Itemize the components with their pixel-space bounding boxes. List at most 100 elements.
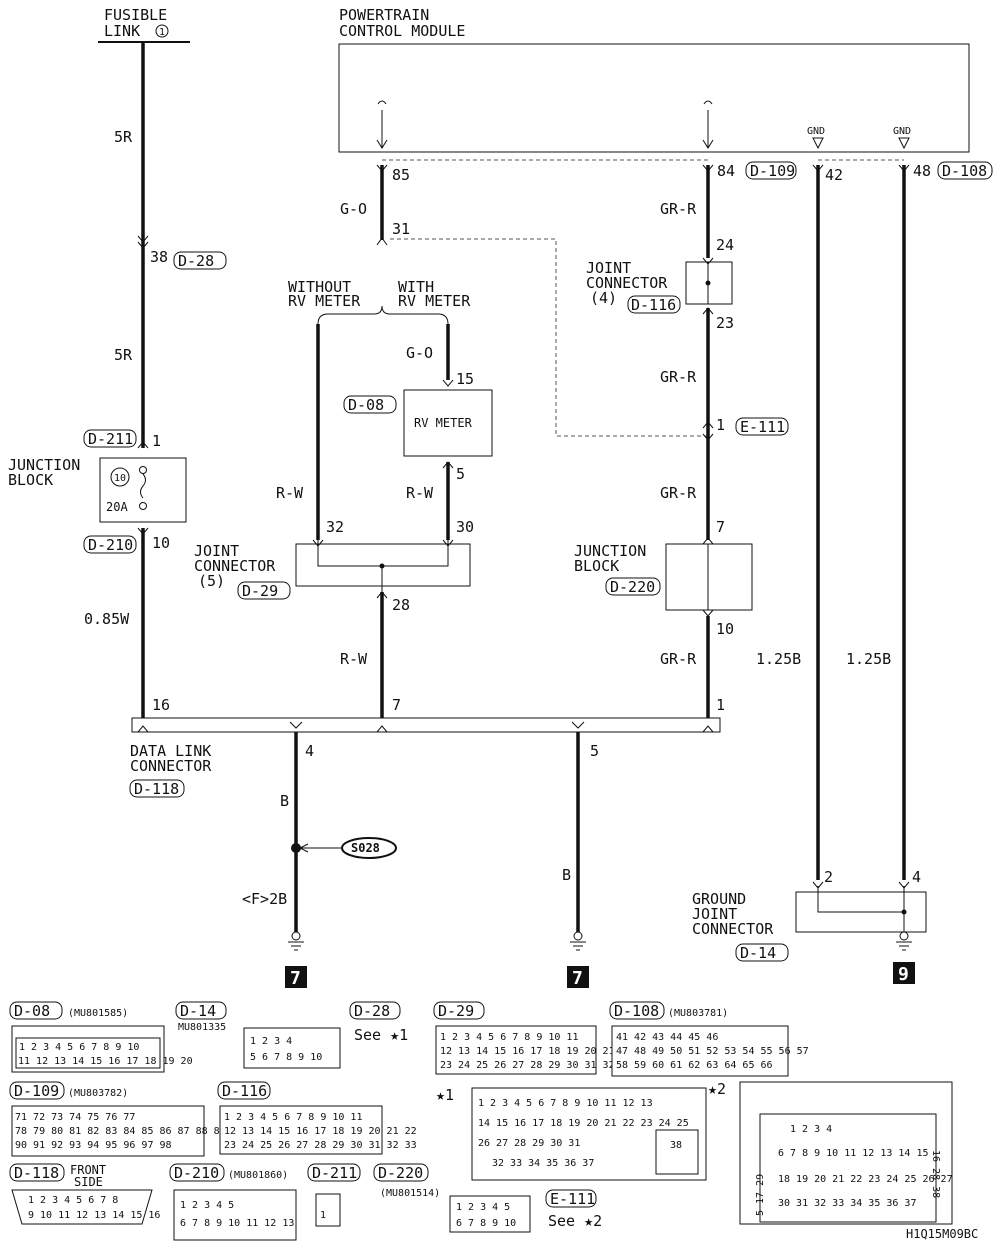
pin-7-jb: 7 — [716, 518, 725, 536]
legend-d211-row1: 1 — [320, 1210, 326, 1221]
wire-label-gr-r-b: GR-R — [660, 368, 697, 386]
wire-label-125b-b: 1.25B — [846, 650, 891, 668]
pin-10-jb2: 10 — [716, 620, 734, 638]
wire-label-085w: 0.85W — [84, 610, 130, 628]
label-jc4-1: JOINT — [586, 259, 631, 277]
legend-e111: E-111 — [550, 1190, 595, 1208]
ground-ref-9: 9 — [898, 964, 909, 985]
pin-1-jb: 1 — [152, 432, 161, 450]
legend-e111-see: See ★2 — [548, 1212, 602, 1230]
legend-d29: D-29 — [438, 1002, 474, 1020]
pcm-gnd-2: GND — [893, 126, 911, 137]
wire-label-gr-r-d: GR-R — [660, 650, 697, 668]
legend-d08-row2: 11 12 13 14 15 16 17 18 19 20 — [18, 1056, 193, 1067]
label-with-2: RV METER — [398, 292, 471, 310]
pin-85: 85 — [392, 166, 410, 184]
conn-e111: E-111 — [740, 418, 785, 436]
legend-d108: D-108 — [614, 1002, 659, 1020]
wire-label-rw-a: R-W — [276, 484, 304, 502]
label-without-1: WITHOUT — [288, 278, 351, 296]
legend-d08-row1: 1 2 3 4 5 6 7 8 9 10 — [19, 1042, 139, 1053]
legend-d210-row1: 1 2 3 4 5 — [180, 1200, 234, 1211]
label-splice: S028 — [351, 841, 380, 855]
legend-star1: ★1 — [436, 1086, 454, 1104]
legend-d08-part: (MU801585) — [68, 1008, 128, 1019]
label-rv-meter: RV METER — [414, 416, 473, 430]
legend-s2-row1: 1 2 3 4 — [790, 1124, 832, 1135]
connector-codes: D-109 D-108 D-28 D-116 D-08 E-111 D-211 … — [83, 161, 993, 962]
pin-30: 30 — [456, 518, 474, 536]
conn-d108: D-108 — [942, 162, 987, 180]
legend-d116-row2: 12 13 14 15 16 17 18 19 20 21 22 — [224, 1126, 417, 1137]
pin-15: 15 — [456, 370, 474, 388]
conn-d109: D-109 — [750, 162, 795, 180]
pin-42: 42 — [825, 166, 843, 184]
pin-1-e111: 1 — [716, 416, 725, 434]
label-dlc-1: DATA LINK — [130, 742, 211, 760]
pcm-label-1: POWERTRAIN — [339, 6, 429, 24]
legend-d14-part: MU801335 — [178, 1022, 226, 1033]
legend-d220: D-220 — [378, 1164, 423, 1182]
legend-d28-see: See ★1 — [354, 1026, 408, 1044]
legend-d109-part: (MU803782) — [68, 1088, 128, 1099]
diagram-code: H1Q15M09BC — [906, 1227, 978, 1241]
conn-d118: D-118 — [134, 780, 179, 798]
pin-4-dlc: 4 — [305, 742, 314, 760]
pin-1-dlc: 1 — [716, 696, 725, 714]
legend-d220-row1: 1 2 3 4 5 — [456, 1202, 510, 1213]
wire-label-b-b: B — [562, 866, 571, 884]
pin-31: 31 — [392, 220, 410, 238]
pin-24: 24 — [716, 236, 734, 254]
legend-d118-row1: 1 2 3 4 5 6 7 8 — [28, 1195, 118, 1206]
conn-d08: D-08 — [348, 396, 384, 414]
legend-s2-row4: 30 31 32 33 34 35 36 37 — [778, 1198, 916, 1209]
data-link-connector-box — [131, 717, 721, 733]
legend-s1-big: 38 — [670, 1140, 682, 1151]
pcm-label-2: CONTROL MODULE — [339, 22, 465, 40]
wire-label-gr-r-c: GR-R — [660, 484, 697, 502]
conn-d210: D-210 — [88, 536, 133, 554]
legend-d210-row2: 6 7 8 9 10 11 12 13 — [180, 1218, 294, 1229]
conn-d29: D-29 — [242, 582, 278, 600]
conn-d211: D-211 — [88, 430, 133, 448]
pin-23: 23 — [716, 314, 734, 332]
pin-48: 48 — [913, 162, 931, 180]
legend-d220-part: (MU801514) — [380, 1188, 440, 1199]
legend-d211: D-211 — [312, 1164, 357, 1182]
legend-s2-side-left: 5 17 29 — [755, 1174, 766, 1216]
legend-d118-side: SIDE — [74, 1175, 103, 1189]
legend-s1-row1: 1 2 3 4 5 6 7 8 9 10 11 12 13 — [478, 1098, 653, 1109]
legend-d210-part: (MU801860) — [228, 1170, 288, 1181]
conn-d220: D-220 — [610, 578, 655, 596]
legend-s1-row4: 32 33 34 35 36 37 — [492, 1158, 594, 1169]
label-without-2: RV METER — [288, 292, 361, 310]
legend-d109-row1: 71 72 73 74 75 76 77 — [15, 1112, 135, 1123]
legend-d29-row2: 12 13 14 15 16 17 18 19 20 21 22 — [440, 1046, 633, 1057]
ground-ref-7b: 7 — [572, 968, 583, 989]
legend-s1-row2: 14 15 16 17 18 19 20 21 22 23 24 25 — [478, 1118, 689, 1129]
label-jc5-1: JOINT — [194, 542, 239, 560]
legend-d220-row2: 6 7 8 9 10 — [456, 1218, 516, 1229]
label-jb1-1: JUNCTION — [8, 456, 80, 474]
splice-s028 — [341, 837, 397, 859]
ground-symbols — [285, 931, 915, 988]
wire-label-f2b: <F>2B — [242, 890, 287, 908]
legend-d29-row3: 23 24 25 26 27 28 29 30 31 32 33 — [440, 1060, 633, 1071]
pin-10-jb: 10 — [152, 534, 170, 552]
wire-label-5r-b: 5R — [114, 346, 133, 364]
legend-d118-front: FRONT — [70, 1163, 106, 1177]
junction-block-2-box — [665, 543, 753, 611]
wire-label-rw-b: R-W — [406, 484, 434, 502]
legend-d14-row1: 1 2 3 4 — [250, 1036, 292, 1047]
label-jc5-2: CONNECTOR — [194, 557, 276, 575]
legend-s2-row3: 18 19 20 21 22 23 24 25 26 27 — [778, 1174, 953, 1185]
label-jb2-1: JUNCTION — [574, 542, 646, 560]
label-jb2-2: BLOCK — [574, 557, 619, 575]
legend-d109-row3: 90 91 92 93 94 95 96 97 98 — [15, 1140, 172, 1151]
legend-s2-row2: 6 7 8 9 10 11 12 13 14 15 — [778, 1148, 929, 1159]
legend-d109-row2: 78 79 80 81 82 83 84 85 86 87 88 89 — [15, 1126, 226, 1137]
legend-d28: D-28 — [354, 1002, 390, 1020]
label-jc4-2: CONNECTOR — [586, 274, 668, 292]
wire-label-5r-a: 5R — [114, 128, 133, 146]
